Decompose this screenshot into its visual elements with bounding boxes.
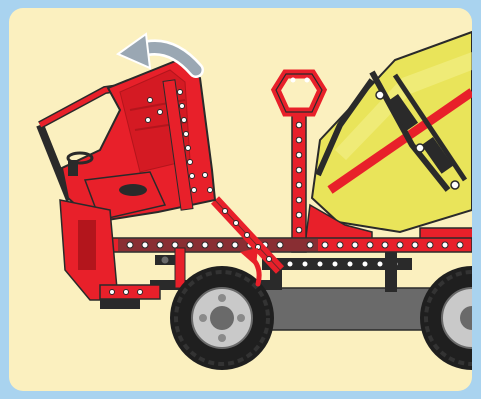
tilt-beam: [215, 200, 280, 270]
chassis-beam: [110, 238, 472, 252]
mixer-drum: [312, 32, 472, 232]
curved-arrow-icon: [118, 34, 196, 70]
rear-wheel: [420, 266, 481, 370]
truck-cab: [40, 60, 215, 309]
